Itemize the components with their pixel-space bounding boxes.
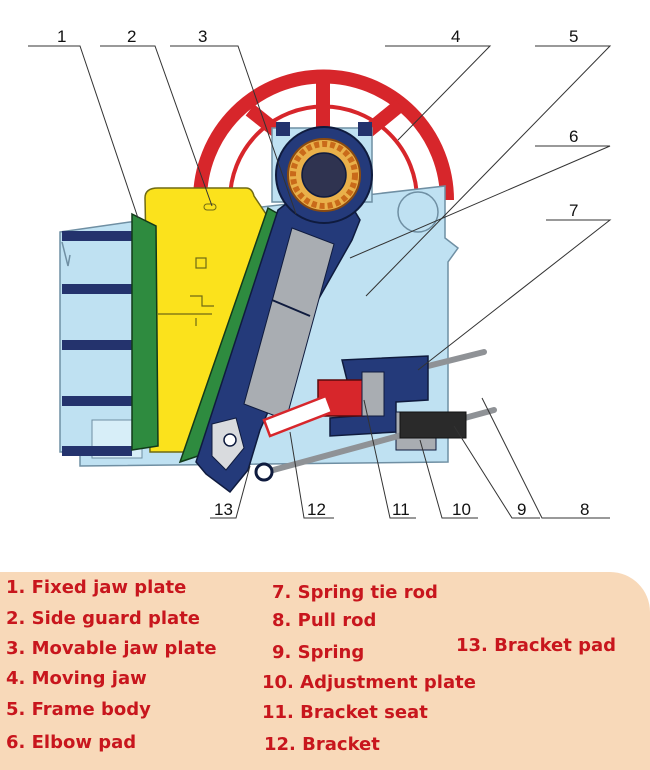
callout-11: 11 [392,500,410,519]
callout-3: 3 [198,27,207,46]
legend-item-adjustment-plate: 10. Adjustment plate [262,672,476,693]
callout-1: 1 [57,27,66,46]
callout-12: 12 [307,500,326,519]
bracket [262,394,334,438]
legend-item-elbow-pad: 6. Elbow pad [6,732,137,753]
callout-numbers: 1 2 3 4 5 6 7 8 9 10 11 12 13 [57,27,589,519]
legend-item-bracket-pad: 13. Bracket pad [456,635,617,656]
fixed-jaw-plate [131,212,159,451]
moving-jaw [195,168,361,494]
side-guard-bolt [195,257,207,269]
frame-ribs [62,231,132,456]
eccentric-bearing [275,122,373,224]
legend-panel: 1. Fixed jaw plate 2. Side guard plate 3… [0,572,650,770]
callout-4: 4 [451,27,460,46]
legend-item-bracket-seat: 11. Bracket seat [262,702,428,723]
legend-item-frame-body: 5. Frame body [6,699,151,720]
callout-10: 10 [452,500,471,519]
bracket-pad [254,462,274,482]
legend-item-movable-jaw-plate: 3. Movable jaw plate [6,638,217,659]
side-guard-plate [144,187,267,453]
callout-8: 8 [580,500,589,519]
callout-5: 5 [569,27,578,46]
legend-item-moving-jaw: 4. Moving jaw [6,668,147,689]
callout-6: 6 [569,127,578,146]
side-guard-slot [203,203,217,211]
callout-2: 2 [127,27,136,46]
callout-9: 9 [517,500,526,519]
crusher-diagram: 1 2 3 4 5 6 7 8 9 10 11 12 13 [28,27,612,519]
legend-item-fixed-jaw-plate: 1. Fixed jaw plate [6,577,187,598]
spring [399,411,467,439]
legend-item-side-guard-plate: 2. Side guard plate [6,608,201,629]
side-guard-bracket [158,295,214,326]
callout-13: 13 [214,500,233,519]
callout-lines [28,45,612,519]
legend-item-bracket: 12. Bracket [264,734,380,755]
legend-item-pull-rod: 8. Pull rod [272,610,377,631]
legend-item-spring: 9. Spring [272,642,365,663]
callout-7: 7 [569,201,578,220]
legend-item-spring-tie-rod: 7. Spring tie rod [272,582,438,603]
